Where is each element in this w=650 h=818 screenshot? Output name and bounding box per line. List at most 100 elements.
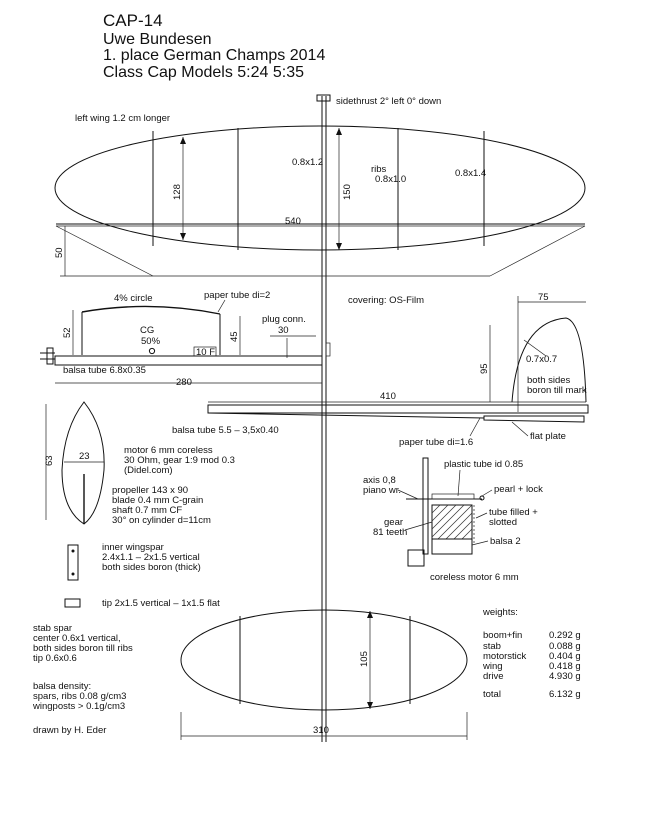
profile-balsa-tube: balsa tube 6.8x0.35 [63, 365, 146, 376]
fin-boron-b: boron till mark [527, 385, 587, 396]
ribs-size: 0.8x1.0 [375, 174, 406, 185]
sidethrust-note: sidethrust 2° left 0° down [336, 96, 441, 107]
weight-value: 0.088 g [549, 641, 581, 652]
cg-marker-icon [148, 347, 156, 355]
tail-boom: 410 balsa tube 5.5 – 3,5x0.40 paper tube… [172, 391, 589, 448]
wing-center-chord-dim: 150 [342, 184, 353, 200]
gear-line-2: 81 teeth [373, 527, 407, 538]
tube-filled-2: slotted [489, 517, 517, 528]
axis-line-1: axis 0,8 [363, 475, 396, 486]
wing-tube [54, 355, 323, 366]
fin: 75 95 0.7x0.7 both sides boron till mark [479, 292, 587, 412]
prop-line-4: 30° on cylinder d=11cm [112, 515, 211, 526]
motor-label: coreless motor 6 mm [430, 572, 519, 583]
prop-line-3: shaft 0.7 mm CF [112, 505, 182, 516]
coreless-motor [407, 549, 425, 567]
weight-item: motorstick [483, 651, 527, 662]
stab-width-310: 310 [313, 725, 329, 736]
weights-title: weights: [482, 607, 518, 618]
weight-value: 4.930 g [549, 671, 581, 682]
balsa-block [431, 538, 473, 555]
airfoil-label: 4% circle [114, 293, 153, 304]
gearbox-detail: plastic tube id 0.85 axis 0,8 piano wr. … [363, 457, 543, 583]
gear-plate [422, 457, 429, 555]
weight-total-label: total [483, 689, 501, 700]
motor-line-1: motor 6 mm coreless [124, 445, 213, 456]
blade-width-23: 23 [79, 451, 90, 462]
drawn-by: drawn by H. Eder [33, 725, 106, 736]
boom-balsa-tube: balsa tube 5.5 – 3,5x0.40 [172, 425, 279, 436]
wing-span-dim: 540 [285, 216, 301, 227]
profile-height-45: 45 [229, 331, 240, 342]
fin-rib: 0.7x0.7 [526, 354, 557, 365]
weight-item: stab [483, 641, 501, 652]
plastic-tube-label: plastic tube id 0.85 [444, 459, 523, 470]
spar-notes: inner wingspar 2.4x1.1 – 2x1.5 vertical … [64, 542, 220, 609]
cg-percent: 50% [141, 336, 161, 347]
density-notes: balsa density: spars, ribs 0.08 g/cm3 wi… [32, 681, 126, 712]
tenf-label: 10 F [196, 347, 215, 358]
boom-paper-tube: paper tube di=1.6 [399, 437, 473, 448]
propeller-blade: 63 23 motor 6 mm coreless 30 Ohm, gear 1… [44, 401, 235, 526]
plug-label: plug conn. [262, 314, 306, 325]
wing-outline [54, 125, 586, 251]
wing-chord-dim: 128 [172, 184, 183, 200]
fin-outline [511, 317, 587, 403]
inner-spar-2: 2.4x1.1 – 2x1.5 vertical [102, 552, 200, 563]
axis-line-2: piano wr. [363, 485, 401, 496]
tip-spar: tip 2x1.5 vertical – 1x1.5 flat [102, 598, 220, 609]
title-block: CAP-14 Uwe Bundesen 1. place German Cham… [103, 11, 325, 81]
density-3: wingposts > 0.1g/cm3 [32, 701, 125, 712]
weight-value: 0.292 g [549, 630, 581, 641]
rib-size-a: 0.8x1.2 [292, 157, 323, 168]
plug-dim: 30 [278, 325, 289, 336]
ribs-label: ribs [371, 164, 387, 175]
stab-spar-2: center 0.6x1 vertical, [33, 633, 121, 644]
gear-line-1: gear [384, 517, 403, 528]
blade-height-63: 63 [44, 455, 55, 466]
pearl-label: pearl + lock [494, 484, 543, 495]
prop-bearing [316, 94, 331, 102]
weight-item: boom+fin [483, 630, 522, 641]
fin-boron-a: both sides [527, 375, 571, 386]
motorstick [316, 94, 331, 742]
stab-outline [180, 609, 468, 711]
blade-outline [61, 401, 105, 525]
tip-spar-section [64, 598, 81, 608]
wing-profile: 4% circle paper tube di=2 52 45 CG 50% 1… [40, 290, 331, 388]
stabilizer: stab spar center 0.6x1 vertical, both si… [33, 609, 468, 740]
fin-width-75: 75 [538, 292, 549, 303]
flat-plate-shape [483, 415, 585, 423]
class-times: Class Cap Models 5:24 5:35 [103, 64, 304, 81]
builder-name: Uwe Bundesen [103, 31, 212, 48]
stab-spar-3: both sides boron till ribs [33, 643, 133, 654]
prop-line-2: blade 0.4 mm C-grain [112, 495, 203, 506]
inner-spar-1: inner wingspar [102, 542, 164, 553]
cg-label: CG [140, 325, 154, 336]
weights-table: weights: boom+fin 0.292 g stab 0.088 g m… [482, 607, 581, 700]
profile-paper-tube: paper tube di=2 [204, 290, 270, 301]
stab-spar-1: stab spar [33, 623, 72, 634]
prop-line-1: propeller 143 x 90 [112, 485, 188, 496]
flat-plate-label: flat plate [530, 431, 566, 442]
wing-length-note: left wing 1.2 cm longer [75, 113, 170, 124]
weight-item: drive [483, 671, 504, 682]
tube-filled-1: tube filled + [489, 507, 538, 518]
inner-spar-section [67, 544, 79, 581]
fin-height-95: 95 [479, 363, 490, 374]
length-280: 280 [176, 377, 192, 388]
weight-item: wing [482, 661, 503, 672]
density-2: spars, ribs 0.08 g/cm3 [33, 691, 126, 702]
boom-length-410: 410 [380, 391, 396, 402]
stab-height-105: 105 [359, 651, 370, 667]
inner-spar-3: both sides boron (thick) [102, 562, 201, 573]
weight-value: 0.418 g [549, 661, 581, 672]
stab-spar-4: tip 0.6x0.6 [33, 653, 77, 664]
density-1: balsa density: [33, 681, 91, 692]
weight-value: 0.404 g [549, 651, 581, 662]
weight-total-value: 6.132 g [549, 689, 581, 700]
rib-size-c: 0.8x1.4 [455, 168, 486, 179]
boom-tube [207, 404, 589, 414]
covering-note: covering: OS-Film [348, 295, 424, 306]
